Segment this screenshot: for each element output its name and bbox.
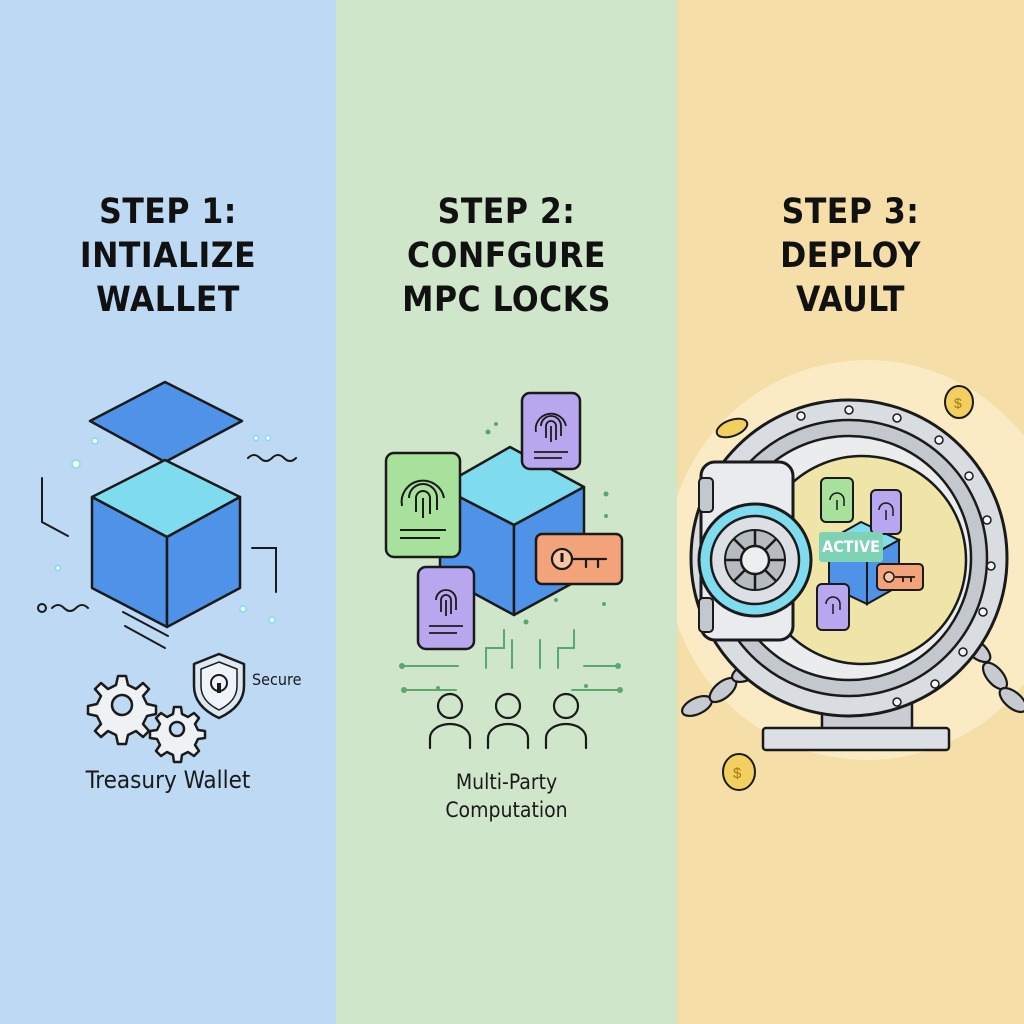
step-1-title-line-2: INTIALIZE	[79, 236, 257, 276]
circuit-dots	[399, 422, 623, 693]
motion-lines	[37, 454, 297, 649]
step-3-illustration: $ $	[677, 360, 1024, 791]
fingerprint-icon	[870, 489, 902, 535]
step-3-title: STEP 3: DEPLOY VAULT	[677, 190, 1024, 322]
step-2-illustration	[384, 391, 624, 750]
key-icon	[876, 563, 924, 591]
mpc-caption-line-2: Computation	[445, 798, 568, 822]
step-2-panel: STEP 2: CONFGURE MPC LOCKS	[336, 0, 677, 1024]
svg-text:$: $	[733, 765, 742, 782]
cube-icon	[90, 458, 242, 629]
step-2-title-line-1: STEP 2:	[437, 192, 576, 232]
treasury-wallet-caption: Treasury Wallet	[85, 766, 251, 794]
step-2-title-line-3: MPC LOCKS	[402, 280, 611, 320]
step-1-title-line-3: WALLET	[96, 280, 240, 320]
coin-icon	[715, 417, 749, 439]
coin-icon: $	[944, 385, 974, 419]
step-3-panel: STEP 3: DEPLOY VAULT	[677, 0, 1024, 1024]
step-2-title-line-2: CONFGURE	[407, 236, 606, 276]
coin-icon: $	[722, 753, 756, 791]
mpc-caption: Multi-Party Computation	[336, 768, 677, 824]
vault-bolts	[796, 405, 996, 707]
step-2-title: STEP 2: CONFGURE MPC LOCKS	[336, 190, 677, 322]
cube-lid-icon	[88, 380, 244, 464]
sparkle-dots	[54, 434, 276, 624]
step-1-title-line-1: STEP 1:	[99, 192, 237, 232]
step-1-panel: STEP 1: INTIALIZE WALLET	[0, 0, 336, 1024]
gear-icon	[86, 674, 158, 746]
fingerprint-icon	[816, 583, 850, 631]
shield-lock-icon	[192, 652, 246, 720]
fingerprint-icon	[416, 565, 476, 651]
secure-label: Secure	[252, 670, 302, 689]
gear-icon	[148, 705, 207, 764]
step-3-title-line-3: VAULT	[795, 280, 906, 320]
svg-text:$: $	[954, 395, 962, 411]
step-1-title: STEP 1: INTIALIZE WALLET	[0, 190, 336, 322]
user-group-icon	[428, 692, 588, 750]
key-icon	[534, 532, 624, 586]
vault-door	[697, 460, 813, 642]
fingerprint-icon	[384, 451, 462, 559]
fingerprint-icon	[820, 477, 854, 523]
circuit-lines	[401, 629, 621, 691]
step-3-title-line-2: DEPLOY	[780, 236, 921, 276]
mpc-caption-line-1: Multi-Party	[455, 770, 558, 794]
active-status-badge: ACTIVE	[819, 532, 883, 562]
step-1-illustration	[37, 380, 297, 764]
step-3-title-line-1: STEP 3:	[781, 192, 920, 232]
fingerprint-icon	[520, 391, 582, 471]
